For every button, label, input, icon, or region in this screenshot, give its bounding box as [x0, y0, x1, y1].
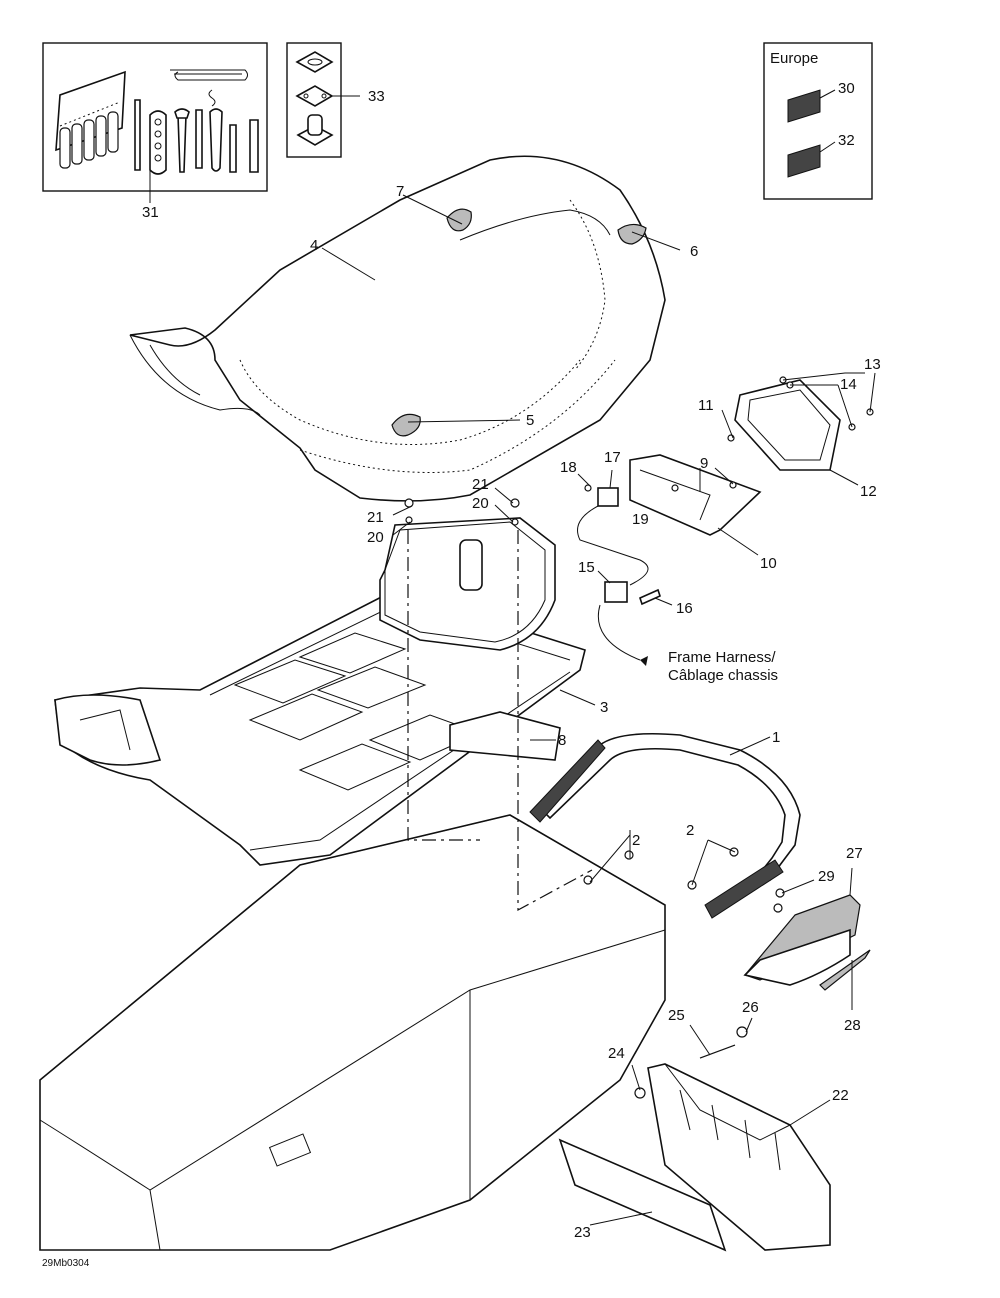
callout-2b: 2: [686, 822, 694, 839]
callout-14: 14: [840, 376, 857, 393]
callout-20b: 20: [472, 495, 489, 512]
seat: [129, 155, 666, 502]
taillight-assembly: [629, 379, 841, 536]
callouts: 1 2 2 3 4 5 6 7 8 9 10 11 12 13 14 15 16…: [142, 80, 881, 1241]
wiring: [577, 487, 661, 666]
callout-24: 24: [608, 1045, 625, 1062]
harness-note-line1: Frame Harness/: [668, 649, 776, 666]
callout-21b: 21: [472, 476, 489, 493]
grab-handle: [529, 733, 801, 919]
callout-9: 9: [700, 455, 708, 472]
callout-6: 6: [690, 243, 698, 260]
callout-25: 25: [668, 1007, 685, 1024]
callout-30: 30: [838, 80, 855, 97]
callout-8: 8: [558, 732, 566, 749]
frame-tunnel: [39, 814, 666, 1251]
callout-17: 17: [604, 449, 621, 466]
callout-21a: 21: [367, 509, 384, 526]
callout-32: 32: [838, 132, 855, 149]
drawing-code: 29Mb0304: [42, 1258, 90, 1269]
callout-2a: 2: [632, 832, 640, 849]
callout-28: 28: [844, 1017, 861, 1034]
callout-3: 3: [600, 699, 608, 716]
rear-flap: [558, 1063, 831, 1252]
alignment-lines: [407, 530, 593, 912]
harness-note: Frame Harness/ Câblage chassis: [668, 649, 778, 684]
callout-15: 15: [578, 559, 595, 576]
toolkit-inset: [42, 42, 268, 192]
callout-4: 4: [310, 237, 318, 254]
callout-11: 11: [698, 397, 714, 414]
callout-26: 26: [742, 999, 759, 1016]
callout-33: 33: [368, 88, 385, 105]
callout-22: 22: [832, 1087, 849, 1104]
callout-23: 23: [574, 1224, 591, 1241]
callout-20a: 20: [367, 529, 384, 546]
callout-27: 27: [846, 845, 863, 862]
callout-5: 5: [526, 412, 534, 429]
europe-inset: Europe: [763, 42, 873, 200]
rear-pads: [743, 894, 871, 991]
hardware: [404, 376, 874, 1099]
callout-10: 10: [760, 555, 777, 572]
grommet-inset: [286, 42, 342, 158]
callout-29: 29: [818, 868, 835, 885]
callout-19: 19: [632, 511, 649, 528]
leader-lines: [149, 89, 876, 1226]
seat-base: [54, 517, 586, 866]
callout-16: 16: [676, 600, 693, 617]
callout-7: 7: [396, 183, 404, 200]
callout-1: 1: [772, 729, 780, 746]
callout-12: 12: [860, 483, 877, 500]
europe-title: Europe: [770, 50, 818, 67]
callout-18: 18: [560, 459, 577, 476]
callout-31: 31: [142, 204, 159, 221]
callout-13: 13: [864, 356, 881, 373]
harness-note-line2: Câblage chassis: [668, 667, 778, 684]
